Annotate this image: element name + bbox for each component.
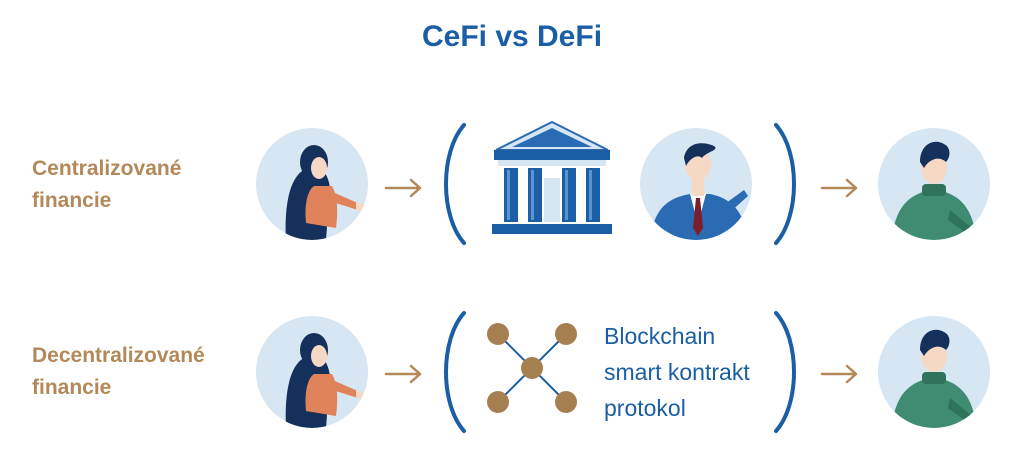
row-label-line1: Decentralizované	[32, 344, 205, 367]
row-label-defi: Decentralizované financie	[32, 340, 252, 404]
row-label-line2: financie	[32, 189, 112, 212]
row-label-line2: financie	[32, 376, 112, 399]
intermediary-line: Blockchain	[604, 323, 716, 349]
recipient-man-icon	[878, 316, 990, 428]
arrow-right-icon	[820, 178, 858, 198]
arrow-right-icon	[820, 364, 858, 384]
left-paren-icon	[444, 123, 466, 245]
intermediary-text: Blockchain smart kontrakt protokol	[604, 318, 750, 426]
intermediary-line: smart kontrakt	[604, 359, 750, 385]
sender-woman-icon	[256, 316, 368, 428]
blockchain-network-icon	[487, 323, 577, 413]
left-paren-icon	[444, 311, 466, 433]
bank-building-icon	[492, 120, 612, 234]
intermediary-line: protokol	[604, 395, 686, 421]
row-label-line1: Centralizované	[32, 157, 182, 180]
arrow-right-icon	[384, 364, 422, 384]
row-label-cefi: Centralizované financie	[32, 153, 252, 217]
banker-man-icon	[640, 128, 752, 240]
sender-woman-icon	[256, 128, 368, 240]
arrow-right-icon	[384, 178, 422, 198]
recipient-man-icon	[878, 128, 990, 240]
right-paren-icon	[774, 123, 796, 245]
page-title: CeFi vs DeFi	[421, 20, 603, 53]
right-paren-icon	[774, 311, 796, 433]
